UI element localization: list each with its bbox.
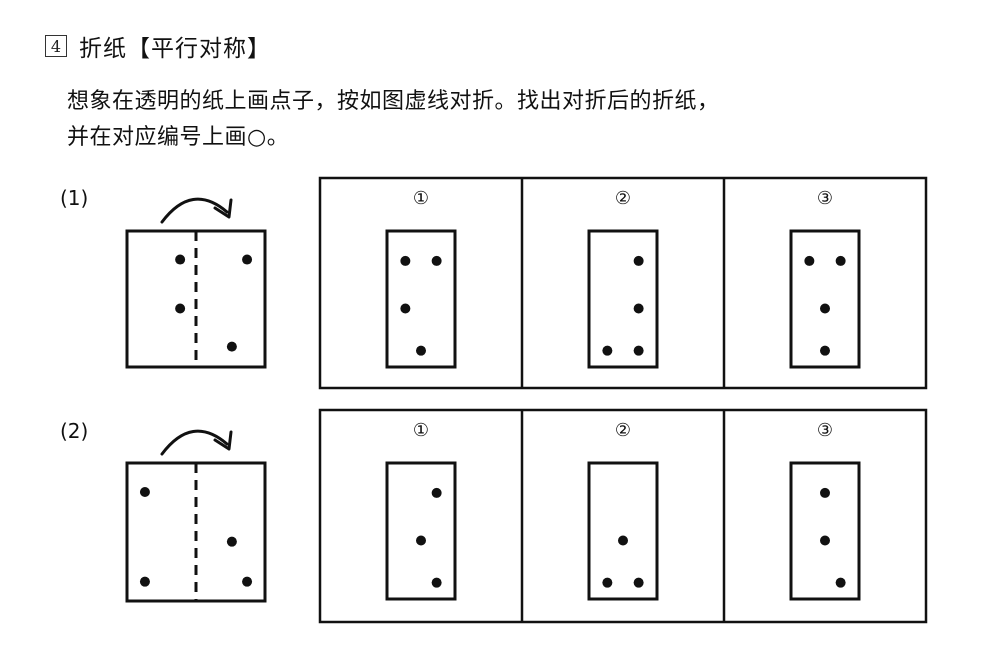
fold-arrowhead-icon-q1 (213, 198, 233, 219)
folded-paper-q2-2 (587, 461, 659, 601)
folded-dot-q1-3-4 (820, 345, 830, 356)
answer-panel-q2 (318, 408, 928, 624)
fold-arrowhead-icon-q2 (213, 430, 233, 451)
folded-dot-q1-2-3 (602, 345, 613, 356)
folded-dot-q1-3-1 (804, 255, 815, 266)
folded-paper-q1-2 (587, 229, 659, 369)
source-dot-q2-4 (242, 576, 253, 587)
folded-dot-q1-3-2 (835, 255, 846, 266)
option-label-q1-3[interactable]: ③ (817, 188, 833, 209)
folded-paper-q1-3 (789, 229, 861, 369)
folded-paper-q2-3 (789, 461, 861, 601)
source-dot-q1-2 (242, 254, 253, 265)
folded-dot-q2-2-2 (602, 577, 613, 588)
folded-dot-q1-1-3 (400, 303, 411, 314)
answer-panel-q1 (318, 176, 928, 390)
question-2-label: (2) (60, 419, 89, 443)
folded-dot-q2-3-3 (835, 577, 846, 588)
fold-arrow-q2 (160, 429, 229, 456)
source-dot-q2-1 (139, 486, 150, 497)
folded-dot-q2-2-3 (633, 577, 644, 588)
folded-dot-q2-1-1 (431, 487, 442, 498)
problem-header: 4 折纸【平行对称】 (45, 31, 271, 62)
question-1-label: (1) (60, 186, 89, 210)
source-dot-q1-1 (175, 254, 186, 265)
option-label-q2-2[interactable]: ② (615, 420, 631, 441)
option-label-q2-3[interactable]: ③ (817, 420, 833, 441)
folded-dot-q1-2-2 (633, 303, 644, 314)
folded-dot-q2-2-1 (618, 535, 628, 546)
folded-dot-q1-2-1 (633, 255, 644, 266)
folded-dot-q2-1-3 (431, 577, 442, 588)
instruction-line-1: 想象在透明的纸上画点子，按如图虚线对折。找出对折后的折纸， (67, 89, 720, 114)
folded-dot-q1-1-1 (400, 255, 411, 266)
option-label-q1-2[interactable]: ② (615, 188, 631, 209)
problem-title: 折纸【平行对称】 (79, 36, 271, 62)
source-dot-q2-3 (139, 576, 150, 587)
option-label-q1-1[interactable]: ① (413, 188, 429, 209)
folded-dot-q1-1-2 (431, 255, 442, 266)
folded-paper-q2-1 (385, 461, 457, 601)
folded-dot-q1-2-4 (633, 345, 644, 356)
folded-dot-q2-3-2 (820, 535, 830, 546)
folded-dot-q2-1-2 (416, 535, 426, 546)
source-dot-q2-2 (226, 536, 237, 547)
source-dot-q1-4 (226, 341, 237, 352)
folded-dot-q2-3-1 (820, 487, 830, 498)
problem-number-box: 4 (45, 35, 67, 57)
folded-dot-q1-1-4 (416, 345, 426, 356)
folded-paper-q1-1 (385, 229, 457, 369)
folded-dot-q1-3-3 (820, 303, 830, 314)
option-label-q2-1[interactable]: ① (413, 420, 429, 441)
source-dot-q1-3 (175, 303, 186, 314)
instruction-line-2: 并在对应编号上画○。 (67, 125, 290, 150)
fold-arrow-q1 (160, 197, 229, 224)
